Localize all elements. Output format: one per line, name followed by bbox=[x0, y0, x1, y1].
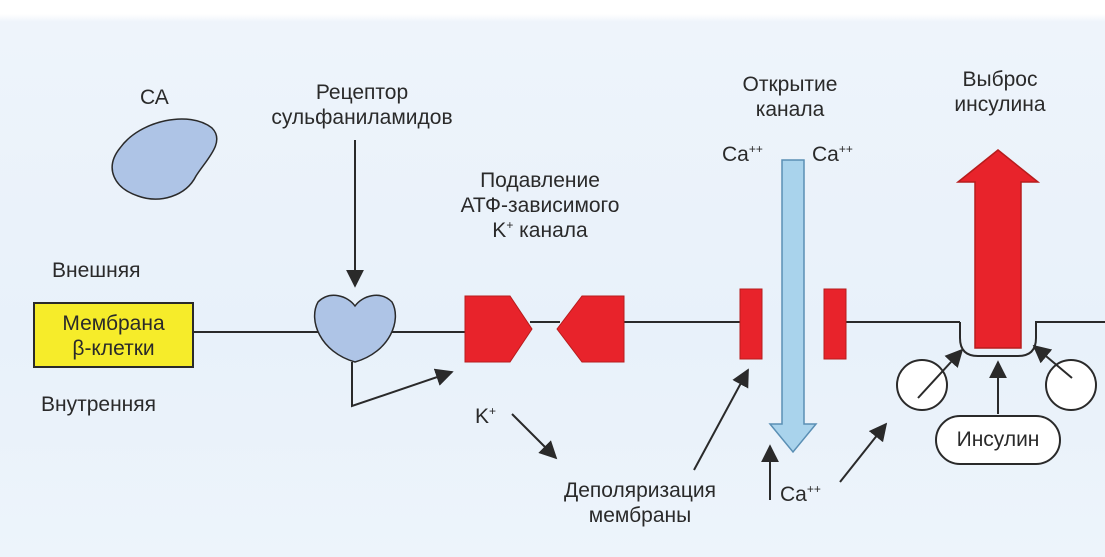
label-receptor-line1: Рецептор bbox=[315, 81, 409, 104]
label-receptor: Рецептор сульфаниламидов bbox=[262, 80, 462, 130]
vesicle-left bbox=[896, 359, 948, 411]
vesicle-right bbox=[1045, 359, 1097, 411]
insulin-release-arrow bbox=[955, 149, 1041, 349]
label-suppression-line1: Подавление bbox=[480, 169, 600, 192]
label-k-plus: K+ bbox=[475, 404, 497, 428]
receptor-shape bbox=[313, 294, 397, 363]
label-sa: СА bbox=[140, 86, 169, 109]
exocytosis-pit bbox=[959, 321, 1105, 357]
membrane-label-line2: β-клетки bbox=[72, 337, 155, 360]
label-depolarization-line1: Деполяризация bbox=[564, 479, 716, 502]
label-release-line2: инсулина bbox=[954, 93, 1046, 116]
label-suppression: Подавление АТФ-зависимого K+ канала bbox=[425, 168, 655, 243]
label-ca-right: Ca++ bbox=[812, 142, 853, 166]
label-opening-line1: Открытие bbox=[742, 73, 838, 96]
k-channel-left bbox=[464, 295, 533, 363]
membrane-label-box: Мембрана β-клетки bbox=[33, 302, 194, 368]
label-receptor-line2: сульфаниламидов bbox=[271, 106, 453, 129]
label-inner: Внутренняя bbox=[41, 393, 157, 416]
label-opening-line2: канала bbox=[755, 98, 825, 121]
k-channel-right bbox=[556, 295, 625, 363]
depolarization-to-ca-channel-arrow bbox=[693, 368, 749, 471]
label-ca-left: Ca++ bbox=[722, 142, 763, 166]
sulfonamide-blob bbox=[111, 118, 218, 200]
ca-to-vesicle-arrow bbox=[839, 422, 888, 483]
label-ca-bottom: Ca++ bbox=[780, 482, 821, 506]
label-depolarization-line2: мембраны bbox=[588, 504, 692, 527]
ca-channel-right bbox=[823, 288, 847, 360]
label-release: Выброс инсулина bbox=[920, 67, 1080, 117]
label-outer: Внешняя bbox=[52, 259, 141, 282]
insulin-label: Инсулин bbox=[935, 415, 1061, 465]
ca-influx-arrow bbox=[768, 159, 818, 454]
receptor-to-channel-arrow bbox=[351, 362, 454, 408]
vesicle-left-arrow bbox=[917, 348, 964, 399]
label-suppression-line2: АТФ-зависимого bbox=[460, 194, 620, 217]
ca-channel-left bbox=[739, 288, 763, 360]
label-depolarization: Деполяризация мембраны bbox=[530, 478, 750, 528]
membrane-label-line1: Мембрана bbox=[62, 312, 165, 335]
label-release-line1: Выброс bbox=[962, 68, 1038, 91]
label-suppression-line3: K+ канала bbox=[492, 218, 588, 242]
k-to-depolarization-arrow bbox=[511, 413, 558, 460]
vesicle-right-arrow bbox=[1032, 344, 1073, 379]
label-opening: Открытие канала bbox=[710, 72, 870, 122]
